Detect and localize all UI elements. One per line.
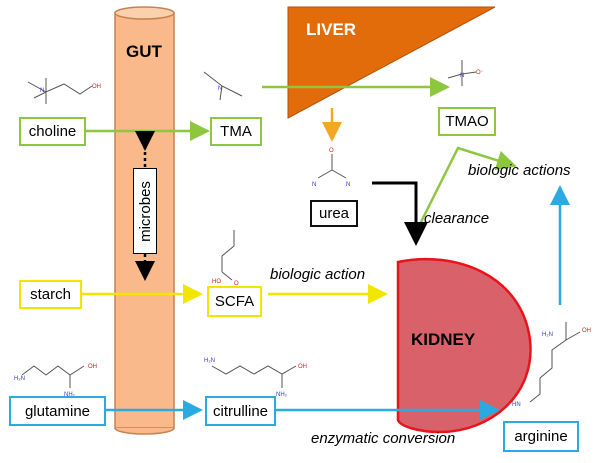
- choline-box: choline: [19, 117, 86, 146]
- glutamine-box: glutamine: [9, 396, 106, 426]
- urea-molecule: O N N: [312, 148, 350, 188]
- gut-cylinder: [114, 6, 175, 435]
- choline-molecule: N OH: [27, 78, 101, 104]
- tma-molecule: N: [203, 71, 243, 101]
- scfa-box: SCFA: [207, 286, 262, 317]
- liver-label: LIVER: [306, 20, 357, 39]
- svg-text:OH: OH: [298, 364, 307, 370]
- svg-text:N: N: [312, 182, 316, 188]
- arrow-to-biologic-actions: [416, 146, 517, 229]
- gut-label: GUT: [126, 42, 162, 61]
- svg-text:OH: OH: [88, 364, 97, 370]
- svg-text:H₂N: H₂N: [542, 332, 553, 338]
- svg-text:HN: HN: [512, 402, 521, 408]
- svg-text:H₂N: H₂N: [204, 358, 215, 364]
- scfa-molecule: HO O: [212, 230, 239, 287]
- svg-text:N: N: [460, 73, 464, 79]
- clearance-label: clearance: [424, 210, 490, 227]
- glutamine-molecule: H₂N OH NH₂: [14, 364, 97, 398]
- tmao-box: TMAO: [438, 107, 496, 136]
- biologic-actions-label: biologic actions: [468, 162, 571, 179]
- starch-box: starch: [19, 280, 82, 309]
- svg-text:NH₂: NH₂: [276, 392, 288, 398]
- kidney-shape: [396, 257, 532, 434]
- citrulline-molecule: H₂N OH NH₂: [204, 358, 307, 398]
- svg-text:N: N: [40, 88, 44, 94]
- svg-text:N: N: [346, 182, 350, 188]
- citrulline-box: citrulline: [205, 396, 276, 426]
- svg-text:OH: OH: [92, 84, 101, 90]
- svg-text:N: N: [218, 86, 222, 92]
- svg-text:O⁻: O⁻: [476, 70, 484, 76]
- enzymatic-conversion-label: enzymatic conversion: [311, 430, 456, 447]
- kidney-label: KIDNEY: [411, 330, 476, 349]
- arrow-clearance: [372, 181, 428, 246]
- tma-box: TMA: [210, 117, 262, 146]
- arginine-molecule: H₂N OH HN: [512, 322, 591, 408]
- microbes-box: microbes: [133, 168, 157, 254]
- svg-text:H₂N: H₂N: [14, 376, 25, 382]
- svg-text:O: O: [234, 281, 239, 287]
- svg-text:HO: HO: [212, 279, 221, 285]
- microbes-label: microbes: [136, 180, 154, 242]
- liver-triangle: [287, 6, 496, 119]
- svg-text:OH: OH: [582, 328, 591, 334]
- urea-box: urea: [310, 200, 358, 227]
- tmao-molecule: N O⁻: [447, 60, 484, 86]
- biologic-action-label: biologic action: [270, 266, 366, 283]
- svg-text:NH₂: NH₂: [64, 392, 76, 398]
- arginine-box: arginine: [503, 421, 579, 452]
- svg-text:O: O: [329, 148, 334, 154]
